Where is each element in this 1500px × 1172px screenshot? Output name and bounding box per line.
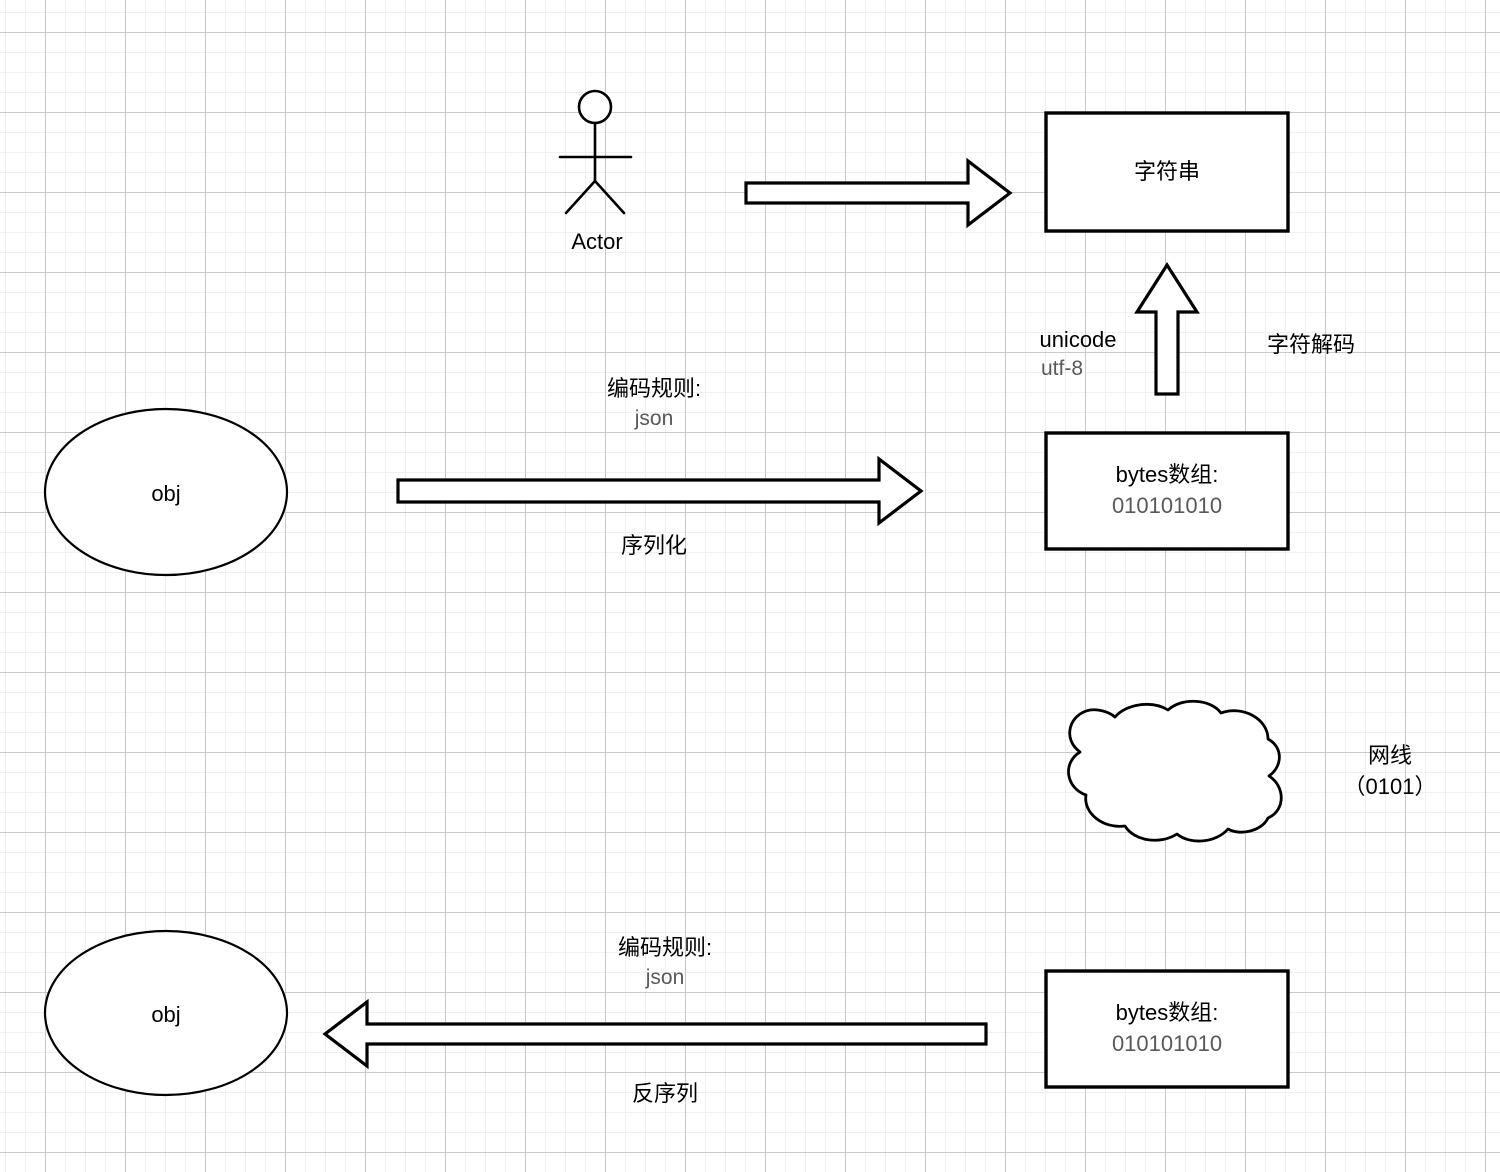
bytes-box-bottom-value: 010101010: [1111, 1031, 1223, 1056]
actor-figure: [558, 89, 633, 215]
actor-head-icon: [577, 89, 613, 125]
deserialize-arrow: [322, 998, 988, 1070]
deserialize-json-label: json: [645, 966, 685, 989]
actor-label: Actor: [571, 229, 623, 254]
actor-left-leg-line: [564, 179, 597, 215]
deserialize-encoding-rule-label: 编码规则:: [617, 935, 713, 960]
actor-right-leg-line: [593, 179, 626, 215]
serialize-action-label: 序列化: [620, 533, 688, 558]
decode-utf8-label: utf-8: [1040, 357, 1084, 380]
deserialize-action-label: 反序列: [631, 1081, 699, 1106]
actor-to-string-arrow: [744, 157, 1013, 229]
bytes-box-top-value: 010101010: [1111, 493, 1223, 518]
string-box-label: 字符串: [1133, 159, 1200, 184]
cloud-shape: [1067, 699, 1283, 843]
serialize-arrow: [396, 455, 924, 527]
decode-up-arrow: [1134, 262, 1200, 396]
serialize-json-label: json: [634, 407, 674, 430]
bytes-box-top-shape: [1044, 431, 1290, 551]
obj-ellipse-top-label: obj: [151, 481, 181, 506]
bytes-box-bottom-title: bytes数组:: [1115, 1000, 1219, 1025]
bytes-box-top-title: bytes数组:: [1115, 462, 1219, 487]
network-cable-label: 网线: [1367, 743, 1413, 768]
bytes-box-bottom-shape: [1044, 969, 1290, 1089]
network-cable-bits-label: （0101）: [1343, 774, 1437, 799]
decode-action-label: 字符解码: [1266, 332, 1356, 357]
serialize-encoding-rule-label: 编码规则:: [606, 376, 702, 401]
decode-unicode-label: unicode: [1039, 327, 1117, 352]
obj-ellipse-bottom-label: obj: [151, 1002, 181, 1027]
